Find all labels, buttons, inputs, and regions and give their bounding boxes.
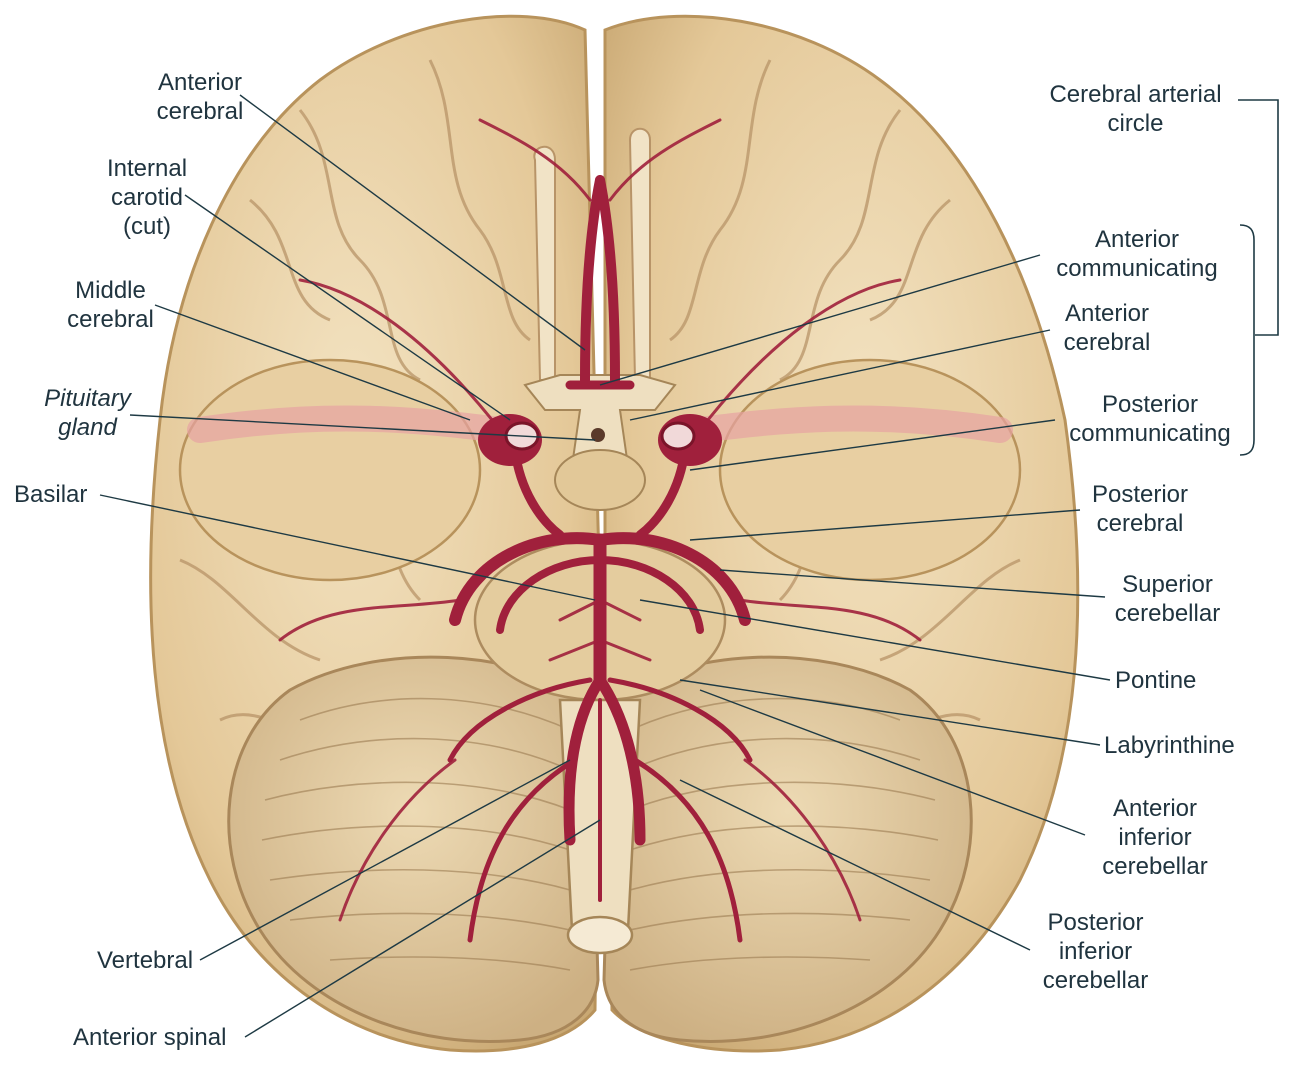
- cerebellar-folia: [261, 697, 939, 971]
- spinal-cord-cut: [566, 915, 634, 955]
- label-posterior-communicating: Posterior communicating: [1069, 391, 1231, 447]
- label-anterior-inferior-cerebellar: Anterior inferior cerebellar: [1102, 795, 1208, 880]
- label-labyrinthine: Labyrinthine: [1104, 732, 1235, 759]
- pica-right: [632, 757, 743, 943]
- label-middle-cerebral: Middle cerebral: [67, 277, 154, 333]
- mammillary-bodies: [554, 449, 646, 511]
- right-temporal-lobe: [718, 358, 1022, 582]
- aica-left: [447, 677, 593, 763]
- label-anterior-cerebral-left: Anterior cerebral: [156, 69, 244, 125]
- small-branches: [278, 118, 922, 922]
- aica-right: [607, 677, 753, 763]
- label-posterior-inferior-cerebellar: Posterior inferior cerebellar: [1042, 909, 1149, 994]
- cerebellum-left: [227, 655, 600, 1043]
- label-anterior-cerebral-right: Anterior cerebral: [1063, 300, 1151, 356]
- posterior-cerebral-right: [594, 532, 751, 626]
- cerebellum-right: [602, 655, 973, 1043]
- superior-cerebellar-right: [596, 556, 704, 634]
- middle-cerebral-left-path: [187, 405, 513, 443]
- posterior-cerebral-left: [449, 532, 606, 626]
- label-pontine: Pontine: [1115, 667, 1197, 694]
- vertebral-right: [594, 674, 646, 846]
- vertebral-left: [563, 674, 606, 846]
- label-posterior-cerebral: Posterior cerebral: [1091, 481, 1189, 537]
- label-anterior-spinal: Anterior spinal: [73, 1024, 227, 1051]
- label-anterior-communicating: Anterior communicating: [1056, 226, 1218, 282]
- middle-cerebral-right-path: [687, 405, 1013, 443]
- label-vertebral: Vertebral: [97, 947, 194, 974]
- pituitary-stalk: [591, 428, 605, 442]
- left-temporal-lobe: [178, 358, 482, 582]
- pica-left: [467, 757, 578, 943]
- arterial-circle-bracket: [1238, 99, 1279, 456]
- arterial-tree: [278, 118, 922, 943]
- internal-carotid-cut-right: [658, 414, 722, 466]
- label-basilar: Basilar: [14, 481, 88, 508]
- label-internal-carotid: Internal carotid (cut): [106, 155, 188, 240]
- olfactory-tract-right: [628, 127, 651, 381]
- superior-cerebellar-left: [496, 556, 604, 634]
- internal-carotid-cut-left: [478, 414, 542, 466]
- leader-lines: [99, 94, 1111, 1038]
- label-pituitary-gland: Pituitary gland: [44, 385, 131, 441]
- label-cerebral-arterial-circle: Cerebral arterial circle: [1049, 81, 1222, 137]
- label-superior-cerebellar: Superior cerebellar: [1114, 571, 1221, 627]
- anterior-cerebral-artery-right: [595, 175, 620, 385]
- olfactory-tract-left: [533, 145, 556, 381]
- anterior-cerebral-artery-left: [580, 175, 605, 385]
